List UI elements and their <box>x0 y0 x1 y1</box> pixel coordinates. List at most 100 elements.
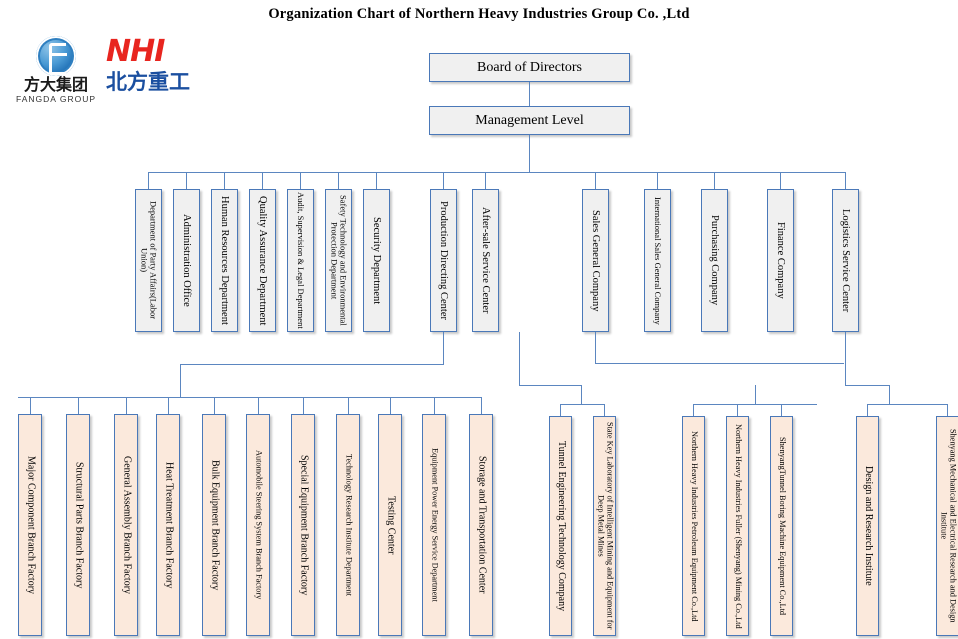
node-label: Heat Treatment Branch Factory <box>163 461 175 589</box>
node-sales-general-company[interactable]: Sales General Company <box>582 189 609 332</box>
node-label: Administration Office <box>181 214 193 307</box>
connector-drop-f-1 <box>78 397 79 414</box>
node-label: Board of Directors <box>477 59 582 75</box>
node-label: Audit, Supervision & Legal Department <box>296 192 307 329</box>
node-purchasing-company[interactable]: Purchasing Company <box>701 189 728 332</box>
node-label: Management Level <box>475 112 584 128</box>
node-tunnel-engineering-technology-company[interactable]: Tunnel Engineering Technology Company <box>549 416 572 636</box>
node-shenyang-tunnel-boring-machine-equipment[interactable]: ShenyangTunnel Boring Machine Equipment … <box>770 416 793 636</box>
node-testing-center[interactable]: Testing Center <box>378 414 402 636</box>
connector-research-down <box>889 385 890 404</box>
node-bulk-equipment-branch-factory[interactable]: Bulk Equipment Branch Factory <box>202 414 226 636</box>
connector-drop-t-0 <box>560 404 561 416</box>
connector-production-elbow <box>180 364 444 365</box>
node-heat-treatment-branch-factory[interactable]: Heat Treatment Branch Factory <box>156 414 180 636</box>
node-label: Sales General Company <box>590 209 602 312</box>
node-label: Finance Company <box>775 222 787 299</box>
node-state-key-laboratory[interactable]: State Key Laboratory of Intelligent Mini… <box>593 416 616 636</box>
node-label: Testing Center <box>385 495 397 555</box>
node-label: Northern Heavy Industries Petroleum Equi… <box>689 430 699 622</box>
node-automobile-steering-system-branch-factory[interactable]: Automobile Steering System Branch Factor… <box>246 414 270 636</box>
logo-area: 方大集团 FANGDA GROUP NHI 北方重工 <box>10 36 210 106</box>
connector-drop-r2-4 <box>845 172 846 189</box>
node-label: Bulk Equipment Branch Factory <box>209 459 221 591</box>
connector-drop-l2-6 <box>376 172 377 189</box>
node-label: Logistics Service Center <box>840 208 852 313</box>
node-special-equipment-branch-factory[interactable]: Special Equipment Branch Factory <box>291 414 315 636</box>
node-after-sale-service-center[interactable]: After-sale Service Center <box>472 189 499 332</box>
node-label: Equipment Power Energy Service Departmen… <box>430 448 440 602</box>
node-safety-technology-environmental-protection-department[interactable]: Safety Technology and Environmental Prot… <box>325 189 352 332</box>
connector-drop-f-0 <box>30 397 31 414</box>
connector-level3-production-bus-ext <box>469 397 482 398</box>
connector-drop-r2-1 <box>657 172 658 189</box>
connector-drop-r2-2 <box>714 172 715 189</box>
nhi-logo-chinese: 北方重工 <box>106 70 190 94</box>
node-major-component-branch-factory[interactable]: Major Component Branch Factory <box>18 414 42 636</box>
node-label: Shenyang Mechanical and Electrical Resea… <box>939 429 958 623</box>
connector-drop-f-9 <box>434 397 435 414</box>
node-logistics-service-center[interactable]: Logistics Service Center <box>832 189 859 332</box>
node-label: Storage and Transportation Center <box>476 456 488 594</box>
nhi-logo: NHI 北方重工 <box>106 36 206 104</box>
page-title: Organization Chart of Northern Heavy Ind… <box>268 6 690 22</box>
connector-level3-production-bus <box>18 397 469 398</box>
connector-drop-l2-5 <box>338 172 339 189</box>
node-nhi-fuller-shenyang-mining[interactable]: Northern Heavy Industries Fuller (Shenya… <box>726 416 749 636</box>
node-department-of-party-affairs[interactable]: Department of Party Affairs(Labor Union) <box>135 189 162 332</box>
connector-research-feed-v <box>845 363 846 385</box>
node-equipment-power-energy-service-department[interactable]: Equipment Power Energy Service Departmen… <box>422 414 446 636</box>
node-human-resources-department[interactable]: Human Resources Department <box>211 189 238 332</box>
node-structural-parts-branch-factory[interactable]: Structural Parts Branch Factory <box>66 414 90 636</box>
connector-drop-f-5 <box>258 397 259 414</box>
node-production-directing-center[interactable]: Production Directing Center <box>430 189 457 332</box>
node-design-and-research-institute[interactable]: Design and Research Institute <box>856 416 879 636</box>
fangda-logo-english: FANGDA GROUP <box>15 94 96 104</box>
node-label: ShenyangTunnel Boring Machine Equipment … <box>777 436 787 616</box>
connector-drop-l2-3 <box>262 172 263 189</box>
connector-research-bus <box>867 404 947 405</box>
connector-subsidiary-stem <box>595 332 596 363</box>
connector-tunnel-bus <box>560 404 604 405</box>
node-label: Purchasing Company <box>709 215 721 306</box>
node-audit-supervision-legal-department[interactable]: Audit, Supervision & Legal Department <box>287 189 314 332</box>
node-nhi-petroleum-equipment[interactable]: Northern Heavy Industries Petroleum Equi… <box>682 416 705 636</box>
connector-subsidiary-bus <box>693 404 817 405</box>
connector-management-stem <box>529 135 530 172</box>
connector-drop-l2-1 <box>186 172 187 189</box>
connector-drop-f-3 <box>168 397 169 414</box>
connector-drop-f-8 <box>390 397 391 414</box>
node-management-level[interactable]: Management Level <box>429 106 630 135</box>
node-international-sales-general-company[interactable]: International Sales General Company <box>644 189 671 332</box>
connector-drop-f-4 <box>214 397 215 414</box>
node-security-department[interactable]: Security Department <box>363 189 390 332</box>
connector-drop-f-2 <box>126 397 127 414</box>
fangda-circle-f-icon <box>36 36 76 76</box>
node-label: International Sales General Company <box>653 196 664 325</box>
node-board-of-directors[interactable]: Board of Directors <box>429 53 630 82</box>
connector-drop-l2-7 <box>443 172 444 189</box>
node-storage-and-transportation-center[interactable]: Storage and Transportation Center <box>469 414 493 636</box>
node-administration-office[interactable]: Administration Office <box>173 189 200 332</box>
node-label: Tunnel Engineering Technology Company <box>555 440 567 612</box>
node-label: Safety Technology and Environmental Prot… <box>329 195 349 326</box>
connector-drop-f-10 <box>481 397 482 414</box>
connector-research-feed <box>845 385 890 386</box>
connector-tunnel-elbow <box>519 385 581 386</box>
connector-tunnel-stem <box>519 332 520 385</box>
node-technology-research-institute-department[interactable]: Technology Research Institute Department <box>336 414 360 636</box>
node-label: Human Resources Department <box>219 196 231 325</box>
connector-level2-bus <box>148 172 845 173</box>
connector-production-down <box>180 364 181 397</box>
connector-subsidiary-mid <box>755 385 756 404</box>
node-shenyang-mechanical-electrical-research-design-institute[interactable]: Shenyang Mechanical and Electrical Resea… <box>936 416 958 636</box>
node-quality-assurance-department[interactable]: Quality Assurance Department <box>249 189 276 332</box>
fangda-logo-chinese: 方大集团 <box>23 75 88 94</box>
node-finance-company[interactable]: Finance Company <box>767 189 794 332</box>
node-label: State Key Laboratory of Intelligent Mini… <box>596 422 615 630</box>
connector-production-stem <box>443 332 444 364</box>
node-label: Structural Parts Branch Factory <box>73 461 85 589</box>
node-general-assembly-branch-factory[interactable]: General Assembly Branch Factory <box>114 414 138 636</box>
node-label: Northern Heavy Industries Fuller (Shenya… <box>733 423 743 629</box>
